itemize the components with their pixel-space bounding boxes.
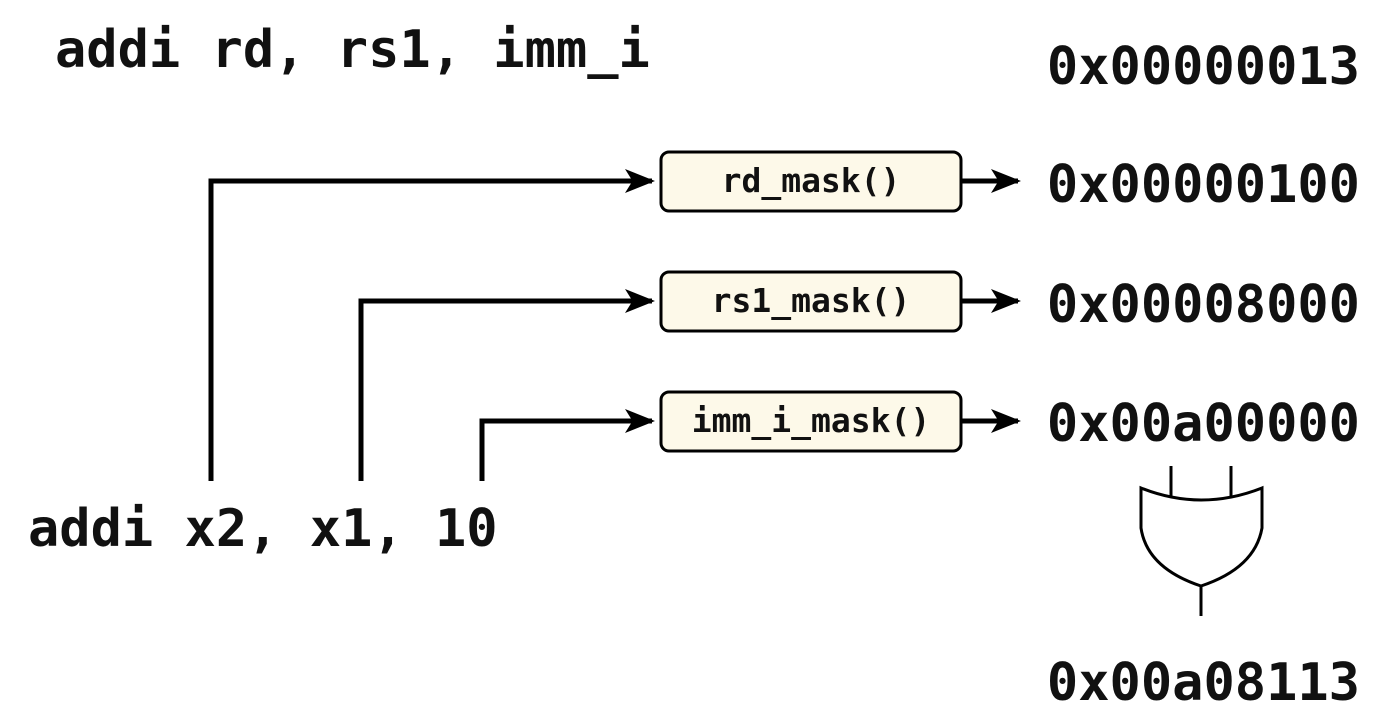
- rd-mask-box: rd_mask(): [659, 150, 963, 213]
- final-result: 0x00a08113: [1047, 653, 1360, 713]
- rs1-mask-label: rs1_mask(): [712, 281, 911, 320]
- rd-mask-result: 0x00000100: [1047, 155, 1360, 215]
- rd-mask-label: rd_mask(): [722, 161, 901, 200]
- imm-i-mask-result: 0x00a00000: [1047, 394, 1360, 454]
- imm-i-mask-label: imm_i_mask(): [692, 401, 930, 440]
- rs1-mask-result: 0x00008000: [1047, 275, 1360, 335]
- imm-i-mask-box: imm_i_mask(): [659, 390, 963, 453]
- or-gate-icon: [1139, 466, 1264, 616]
- imm-connector-arrow: [479, 409, 655, 481]
- rd-connector-arrow: [208, 169, 655, 481]
- rs1-mask-box: rs1_mask(): [659, 270, 963, 333]
- concrete-instruction: addi x2, x1, 10: [28, 499, 498, 559]
- template-instruction: addi rd, rs1, imm_i: [55, 20, 650, 80]
- opcode-value: 0x00000013: [1047, 37, 1360, 97]
- rs1-connector-arrow: [358, 289, 655, 481]
